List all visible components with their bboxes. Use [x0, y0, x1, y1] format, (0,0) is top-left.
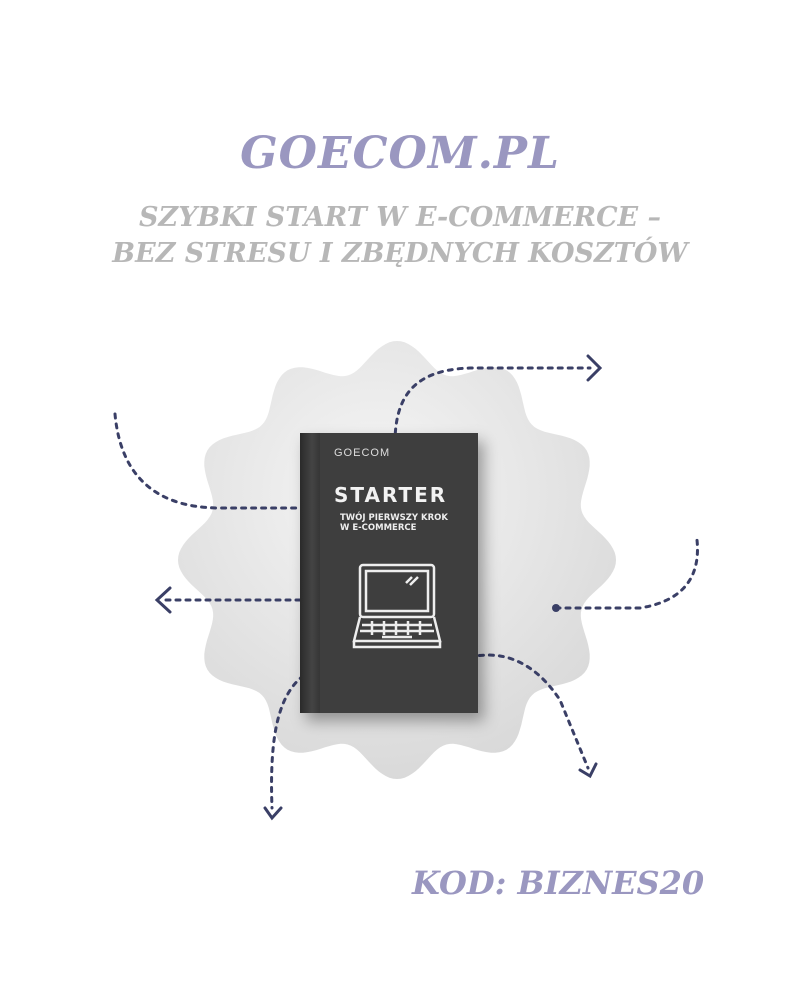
page-title: GOECOM.PL [240, 128, 560, 179]
arrow-head-down-right-icon [578, 762, 598, 779]
clipped-text: JA [175, 612, 194, 631]
arrow-head-down-icon [263, 806, 283, 821]
dashed-line-left-top [113, 412, 307, 510]
page-subtitle: SZYBKI START W E-COMMERCE – BEZ STRESU I… [112, 202, 688, 269]
laptop-icon [352, 563, 442, 649]
dashed-line-right [554, 538, 699, 610]
book-brand: GOECOM [334, 447, 391, 459]
promo-code: KOD: BIZNES20 [412, 864, 705, 902]
arrow-head-right-icon [586, 354, 603, 382]
arrow-head-left-icon [154, 586, 172, 614]
book-spine [300, 433, 320, 713]
book-subtitle: TWÓJ PIERWSZY KROK W E-COMMERCE [340, 513, 448, 533]
dot [552, 604, 560, 612]
book-title: STARTER [334, 483, 448, 507]
ebook-cover: GOECOM STARTER TWÓJ PIERWSZY KROK W E-CO… [300, 433, 478, 713]
dashed-line-bottom-right [431, 653, 590, 770]
